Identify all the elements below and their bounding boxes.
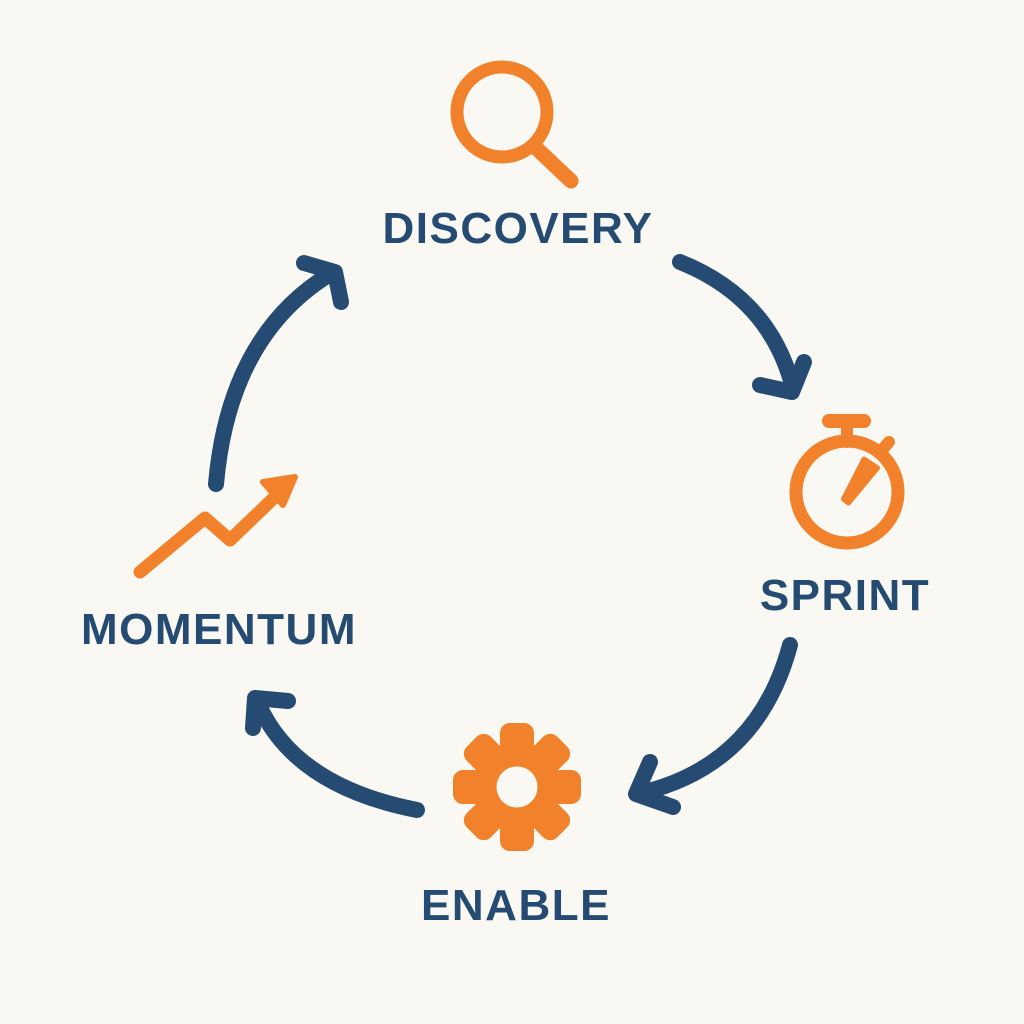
step-label-discovery: DISCOVERY (382, 204, 654, 253)
arrow-momentum-to-discovery (208, 255, 349, 492)
step-label-momentum: MOMENTUM (81, 605, 357, 654)
magnifier-icon (450, 60, 579, 189)
arrow-enable-to-momentum (245, 690, 425, 818)
step-label-sprint: SPRINT (759, 571, 931, 620)
arrow-discovery-to-sprint (672, 254, 812, 400)
step-label-enable: ENABLE (421, 881, 611, 930)
stopwatch-icon (789, 414, 905, 550)
gear-icon (453, 723, 581, 851)
arrow-sprint-to-enable (628, 637, 798, 815)
trend-up-icon (133, 474, 298, 579)
